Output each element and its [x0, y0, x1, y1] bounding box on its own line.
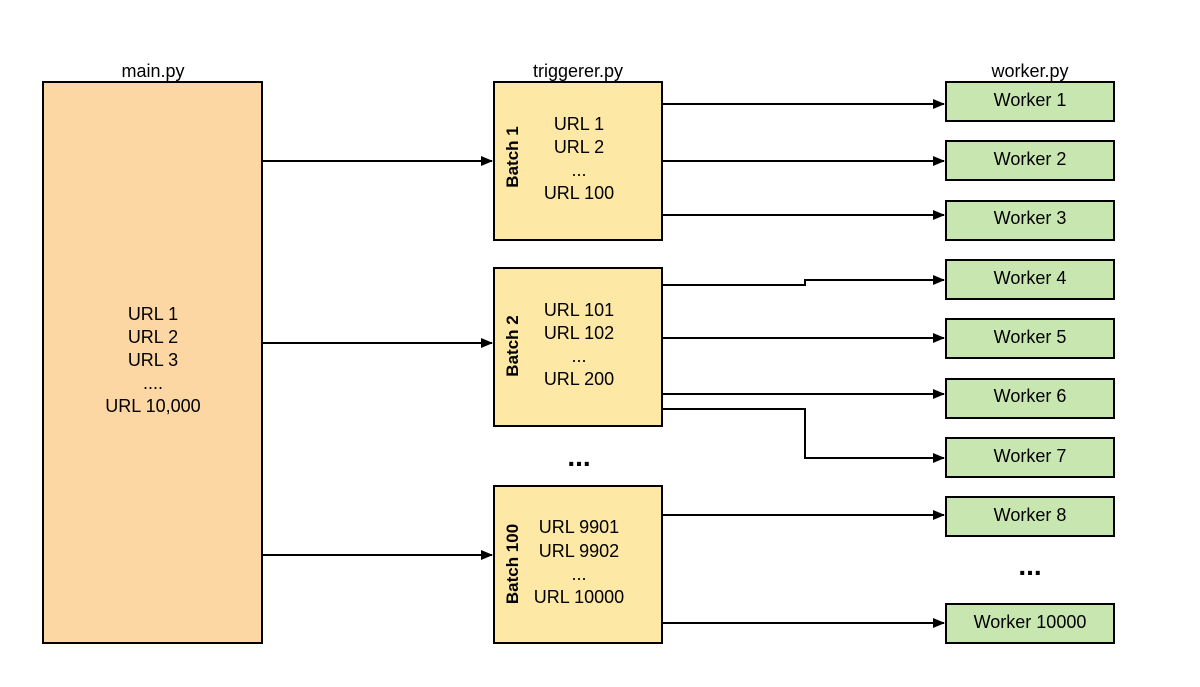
worker-box-rect: [945, 259, 1115, 300]
worker-label: Worker 4: [994, 268, 1067, 288]
worker-box: Worker 8: [945, 496, 1115, 537]
batch-line: ...: [571, 160, 586, 180]
triggerer-header: triggerer.py: [533, 61, 623, 81]
batch-ellipsis: ...: [567, 441, 590, 472]
worker-box: Worker 10000: [945, 603, 1115, 644]
worker-box: Worker 7: [945, 437, 1115, 478]
worker-box-rect: [945, 81, 1115, 122]
batch-to-worker-arrow: [662, 275, 945, 286]
batch-to-worker-arrow: [662, 408, 945, 463]
worker-label: Worker 10000: [974, 612, 1087, 632]
worker-box: Worker 4: [945, 259, 1115, 300]
batch-line: URL 9901: [539, 517, 619, 537]
batch-label: Batch 2: [503, 315, 522, 376]
batch-line: URL 9902: [539, 541, 619, 561]
main-line: ....: [143, 373, 163, 393]
worker-box: Worker 6: [945, 378, 1115, 419]
main-box: URL 1 URL 2 URL 3 .... URL 10,000: [42, 81, 263, 644]
worker-label: Worker 7: [994, 446, 1067, 466]
batch-line: ...: [571, 346, 586, 366]
main-line: URL 1: [128, 304, 178, 324]
batch-line: URL 100: [544, 183, 614, 203]
worker-box: Worker 3: [945, 200, 1115, 241]
batch-line: URL 1: [554, 114, 604, 134]
batch-label: Batch 100: [503, 524, 522, 604]
batch-box-rect: [493, 81, 663, 241]
worker-box-rect: [945, 200, 1115, 241]
batch-box-rect: [493, 267, 663, 427]
worker-box-rect: [945, 437, 1115, 478]
worker-box-rect: [945, 318, 1115, 359]
worker-label: Worker 6: [994, 386, 1067, 406]
batch-label: Batch 1: [503, 126, 522, 187]
worker-box-rect: [945, 140, 1115, 181]
worker-box-rect: [945, 603, 1115, 644]
batch-box: Batch 1 URL 1 URL 2 ... URL 100: [493, 81, 663, 241]
worker-label: Worker 2: [994, 149, 1067, 169]
batch-line: URL 102: [544, 323, 614, 343]
worker-box: Worker 1: [945, 81, 1115, 122]
main-line: URL 10,000: [105, 396, 200, 416]
main-box-rect: [42, 81, 263, 644]
batch-line: URL 200: [544, 369, 614, 389]
worker-header: worker.py: [990, 61, 1068, 81]
batch-box: Batch 2 URL 101 URL 102 ... URL 200: [493, 267, 663, 427]
worker-box-rect: [945, 496, 1115, 537]
batch-box-rect: [493, 485, 663, 644]
worker-label: Worker 1: [994, 90, 1067, 110]
worker-label: Worker 8: [994, 505, 1067, 525]
worker-ellipsis: ...: [1018, 550, 1041, 581]
main-header: main.py: [121, 61, 184, 81]
worker-label: Worker 5: [994, 327, 1067, 347]
batch-line: ...: [571, 564, 586, 584]
worker-box-rect: [945, 378, 1115, 419]
batch-line: URL 2: [554, 137, 604, 157]
batch-line: URL 10000: [534, 587, 624, 607]
batch-line: URL 101: [544, 300, 614, 320]
main-line: URL 2: [128, 327, 178, 347]
batch-box: Batch 100 URL 9901 URL 9902 ... URL 1000…: [493, 485, 663, 644]
worker-label: Worker 3: [994, 208, 1067, 228]
main-line: URL 3: [128, 350, 178, 370]
worker-box: Worker 2: [945, 140, 1115, 181]
worker-box: Worker 5: [945, 318, 1115, 359]
